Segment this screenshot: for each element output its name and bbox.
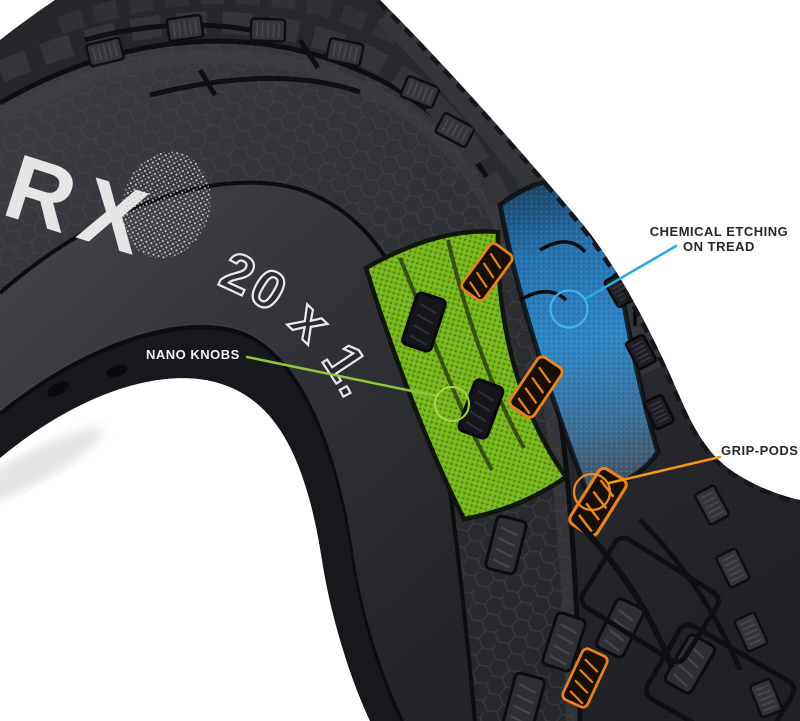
- tread-plate-outlines: [572, 517, 797, 721]
- grip-pods-label: GRIP-PODS: [721, 443, 798, 458]
- chemical-etching-label-line2: ON TREAD: [683, 239, 755, 254]
- spoke-hole: [106, 364, 128, 378]
- grip-pods-label-text: GRIP-PODS: [721, 443, 799, 458]
- nano-knobs-highlight-circle: [434, 386, 470, 422]
- chemical-etching-label-line1: CHEMICAL ETCHING: [649, 224, 789, 239]
- rim-bead-band: [0, 323, 404, 721]
- etching-highlight-circle: [549, 289, 589, 329]
- etching-strip-texture: [500, 178, 658, 490]
- bead-groove: [0, 325, 406, 721]
- grip-pods-highlight-circle: [572, 472, 612, 512]
- sidewall-hex-texture: [0, 41, 580, 721]
- nano-knobs-leader-line: [245, 355, 438, 398]
- nano-knobs-label-text: NANO KNOBS: [146, 347, 240, 362]
- ground-shadow: [0, 427, 104, 513]
- tread-sidewall-groove: [0, 38, 583, 721]
- chemical-etching-label: CHEMICAL ETCHING ON TREAD: [638, 224, 800, 254]
- sidewall-smooth: [0, 182, 475, 721]
- spoke-hole: [47, 381, 69, 397]
- nano-knob-groove: [363, 229, 570, 522]
- nano-knob-plate-grooves: [398, 239, 526, 471]
- grip-pods-leader-line: [607, 455, 722, 485]
- nano-knobs-label: NANO KNOBS: [146, 347, 240, 362]
- serrated-edge: [376, 0, 800, 505]
- sidewall-emblem: [121, 151, 211, 259]
- etching-leader-line: [583, 244, 678, 301]
- shoulder-ridge-highlight: [0, 49, 580, 721]
- tread-brick-row: [0, 11, 551, 339]
